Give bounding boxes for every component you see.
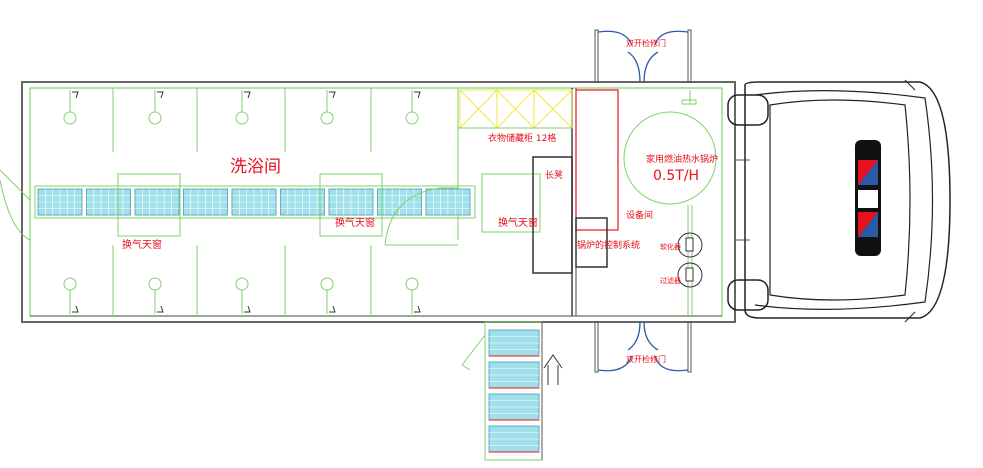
locker-cabinet	[458, 89, 573, 129]
stair-step	[488, 361, 540, 389]
filter-icon	[677, 262, 703, 288]
entry-arrow-icon	[543, 354, 563, 385]
stair-step	[488, 393, 540, 421]
faucet-icon	[414, 305, 421, 313]
shower-head-icon	[405, 277, 419, 291]
shower-head-icon	[235, 277, 249, 291]
window-panel	[231, 188, 277, 216]
window-panel	[328, 188, 374, 216]
faucet-icon	[329, 91, 336, 99]
stair-step	[488, 425, 540, 453]
faucet-icon	[157, 305, 164, 313]
window-panel	[86, 188, 131, 216]
vehicle-body-outline	[21, 81, 736, 323]
shower-head-icon	[148, 111, 162, 125]
door-swing	[384, 187, 458, 246]
shower-head-icon	[63, 111, 77, 125]
vent-skylight-2	[319, 173, 383, 237]
window-panel	[377, 188, 422, 216]
truck-cab	[727, 79, 951, 323]
window-panel	[183, 188, 228, 216]
faucet-icon	[244, 305, 251, 313]
boiler-circle	[623, 111, 717, 205]
shower-head-icon	[148, 277, 162, 291]
bench	[532, 156, 573, 274]
faucet-icon	[329, 305, 336, 313]
faucet-icon	[72, 91, 79, 99]
shower-head-icon	[63, 277, 77, 291]
service-door-bottom[interactable]	[594, 321, 692, 373]
filter-core	[685, 267, 694, 282]
shower-head-icon	[320, 111, 334, 125]
faucet-icon	[244, 91, 251, 99]
cab-emblem	[855, 140, 881, 256]
softener-icon	[677, 232, 703, 258]
window-panel	[425, 188, 471, 216]
shower-stalls	[63, 88, 421, 316]
vent-skylight-1	[117, 173, 181, 237]
faucet-icon	[157, 91, 164, 99]
entry-stairs[interactable]	[484, 321, 543, 461]
shower-head-icon	[405, 111, 419, 125]
shower-head-icon	[320, 277, 334, 291]
stair-step	[488, 329, 540, 357]
softener-core	[685, 237, 694, 252]
faucet-icon	[414, 91, 421, 99]
rear-door-swing	[0, 169, 31, 241]
faucet-icon	[72, 305, 79, 313]
window-panel	[37, 188, 83, 216]
boiler-control-box	[575, 217, 608, 268]
vent-skylight-3	[481, 173, 541, 233]
service-door-top[interactable]	[594, 29, 692, 83]
window-strip	[34, 185, 476, 219]
window-panel	[134, 188, 180, 216]
shower-head-icon	[235, 111, 249, 125]
equipment-red-box	[575, 89, 619, 231]
window-panel	[280, 188, 325, 216]
